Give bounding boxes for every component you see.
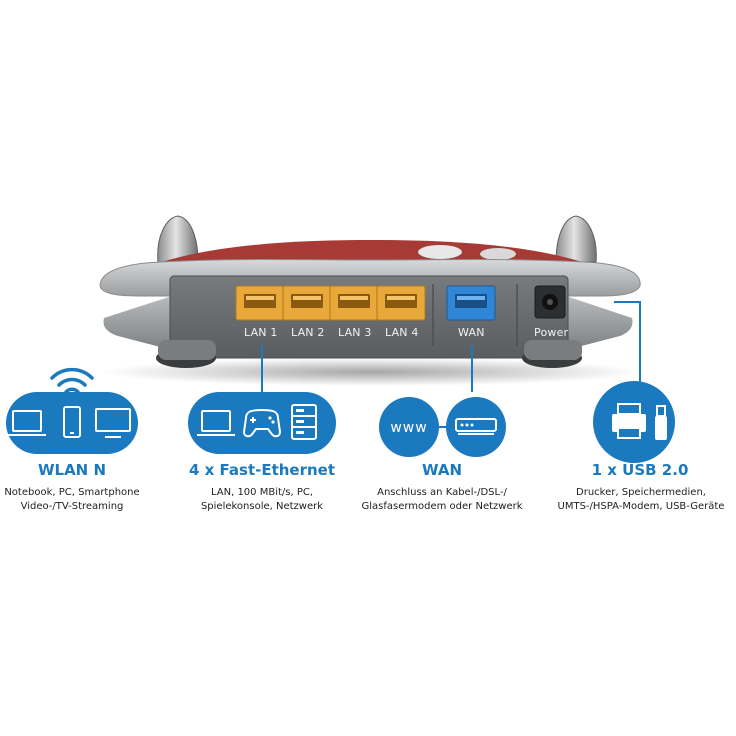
usb-stick-icon xyxy=(655,405,667,440)
port-label-lan4: LAN 4 xyxy=(385,326,419,339)
wan-title: WAN xyxy=(421,461,463,479)
usb-description-line2: UMTS-/HSPA-Modem, USB-Geräte xyxy=(557,501,725,512)
wlan-title: WLAN N xyxy=(37,461,107,479)
monitor-icon xyxy=(95,408,131,438)
connector-lines xyxy=(261,301,641,392)
usb-description-line1: Drucker, Speichermedien, xyxy=(576,487,706,498)
router-foot-left-top xyxy=(158,340,216,360)
printer-icon xyxy=(612,403,646,439)
right-antenna xyxy=(555,215,597,263)
router-top-bump xyxy=(418,245,462,259)
router-foot-right-top xyxy=(524,340,582,360)
router-shadow xyxy=(102,358,642,386)
www-icon: www xyxy=(390,420,427,436)
wan-description: Anschluss an Kabel-/DSL-/ Glasfasermodem… xyxy=(356,486,528,514)
ethernet-description-line2: Spielekonsole, Netzwerk xyxy=(200,501,324,512)
connector-usb xyxy=(614,301,641,392)
wlan-description: Notebook, PC, Smartphone Video-/TV-Strea… xyxy=(0,486,144,514)
gamepad-icon xyxy=(242,408,282,438)
www-circle xyxy=(379,397,439,457)
usb-group xyxy=(593,381,675,463)
port-label-lan3: LAN 3 xyxy=(338,326,372,339)
wifi-icon xyxy=(50,367,94,394)
wan-description-line2: Glasfasermodem oder Netzwerk xyxy=(361,501,523,512)
router-top-bump xyxy=(480,248,516,260)
ethernet-description: LAN, 100 MBit/s, PC, Spielekonsole, Netz… xyxy=(180,486,344,514)
port-label-lan1: LAN 1 xyxy=(244,326,278,339)
lan-ports xyxy=(235,285,426,321)
left-antenna xyxy=(157,215,199,263)
router-right-wing xyxy=(566,296,633,350)
modem-circle xyxy=(446,397,506,457)
wlan-description-line1: Notebook, PC, Smartphone xyxy=(4,487,140,498)
ethernet-title: 4 x Fast-Ethernet xyxy=(188,461,336,479)
port-label-power: Power xyxy=(534,326,569,339)
port-label-lan2: LAN 2 xyxy=(291,326,325,339)
laptop-icon xyxy=(197,410,235,436)
port-label-wan: WAN xyxy=(458,326,485,339)
ethernet-group xyxy=(188,392,336,454)
ethernet-pill xyxy=(188,392,336,454)
usb-title: 1 x USB 2.0 xyxy=(591,461,689,479)
wlan-group xyxy=(6,367,138,454)
modem-icon xyxy=(455,418,497,435)
smartphone-icon xyxy=(63,406,81,438)
usb-description: Drucker, Speichermedien, UMTS-/HSPA-Mode… xyxy=(548,486,734,514)
wlan-description-line2: Video-/TV-Streaming xyxy=(20,501,124,512)
router-left-wing xyxy=(103,296,172,350)
wan-description-line1: Anschluss an Kabel-/DSL-/ xyxy=(377,487,507,498)
wan-group: www xyxy=(379,397,506,457)
wlan-pill xyxy=(6,392,138,454)
ethernet-description-line1: LAN, 100 MBit/s, PC, xyxy=(210,487,314,498)
laptop-icon xyxy=(8,410,46,436)
server-icon xyxy=(291,404,317,440)
